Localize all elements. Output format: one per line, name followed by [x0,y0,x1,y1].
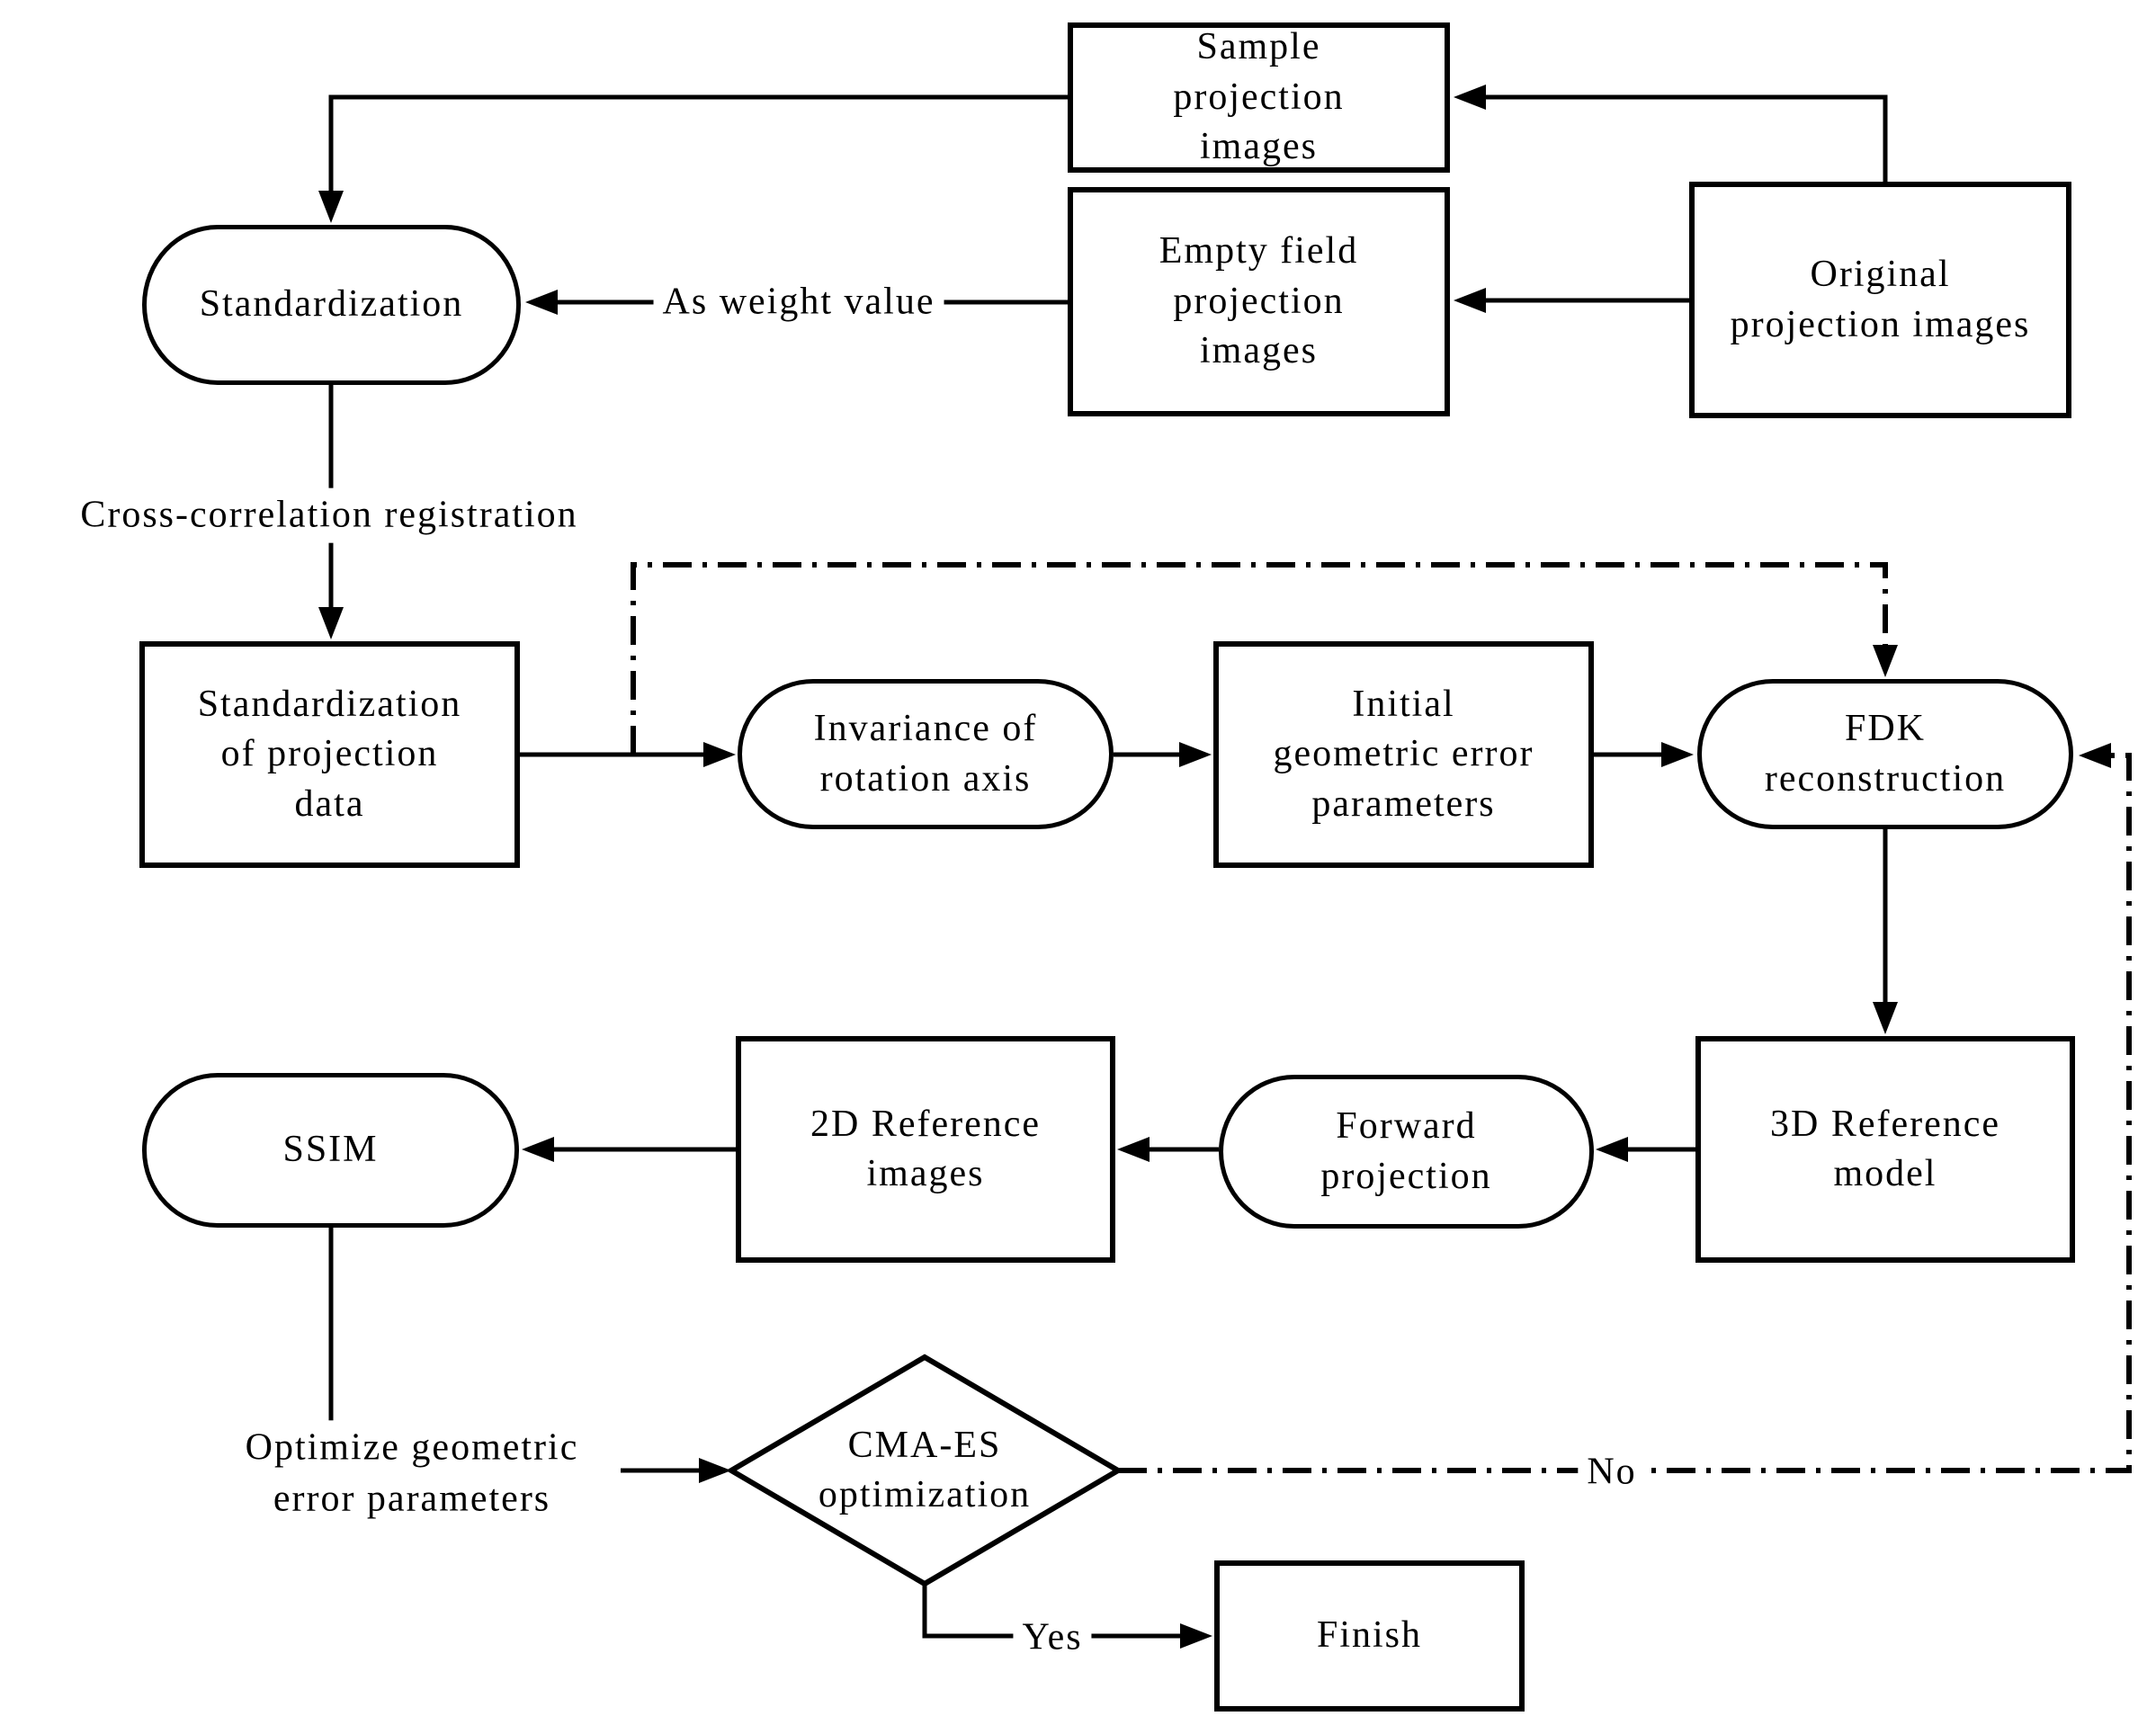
node-sample-projection-images-line: images [1200,126,1318,168]
edge-initial-loop-dashdot [631,562,1888,755]
arrowhead-sample-to-standardization [318,191,344,223]
label-as-weight-value: As weight value [653,274,944,330]
node-invariance-of-rotation-axis-line: Invariance of [813,708,1038,750]
node-fdk-reconstruction-line: reconstruction [1764,757,2007,800]
node-ssim: SSIM [142,1073,519,1228]
node-standardization-of-projection-data-line: Standardization [197,683,462,725]
node-cma-es-optimization-line: optimization [818,1474,1032,1515]
label-yes-label: Yes [1013,1610,1092,1666]
node-3d-reference-model: 3D Reference model [1695,1036,2075,1263]
arrowhead-fdk-to-3d-model [1873,1002,1898,1034]
arrowhead-standardization-to-projection-data [318,607,344,639]
arrowhead-2d-reference-to-ssim [522,1137,554,1162]
edge-original-to-sample [1486,94,1888,182]
arrowhead-invariance-to-initial [1179,742,1212,767]
arrowhead-projection-data-to-invariance [703,742,736,767]
node-empty-field-projection-images-line: projection [1173,280,1345,322]
node-shape-cma-es-optimization [726,1354,1123,1587]
label-as-weight-value-line: As weight value [662,281,935,323]
node-initial-geometric-error-parameters-line: Initial [1352,683,1455,725]
label-optimize-geometric-error-parameters-line: error parameters [273,1478,551,1519]
node-finish-line: Finish [1316,1614,1423,1657]
node-cma-es-optimization-line: CMA-ES [847,1424,1002,1466]
node-forward-projection-line: projection [1320,1155,1492,1197]
label-no-label-line: No [1587,1451,1637,1493]
node-sample-projection-images-line: Sample [1196,26,1321,68]
node-initial-geometric-error-parameters: Initial geometric error parameters [1213,641,1594,868]
arrowhead-empty-field-to-standardization [525,290,558,315]
edge-cma-es-yes-to-finish [922,1584,1182,1639]
arrowhead-3d-model-to-forward [1596,1137,1628,1162]
arrowhead-cma-es-no-loop-dashdot [2079,743,2111,768]
node-3d-reference-model-line: model [1833,1153,1937,1194]
node-standardization-of-projection-data-line: data [294,782,365,825]
node-3d-reference-model-line: 3D Reference [1769,1103,2001,1145]
node-forward-projection-line: Forward [1336,1105,1477,1148]
node-ssim-line: SSIM [282,1129,379,1171]
label-yes-label-line: Yes [1022,1616,1083,1658]
label-cross-correlation-registration: Cross-correlation registration [71,487,587,543]
arrowhead-original-to-empty-field [1454,288,1486,313]
arrowhead-cma-es-yes-to-finish [1180,1623,1212,1649]
node-fdk-reconstruction-line: FDK [1844,708,1927,750]
arrowhead-forward-to-2d-reference [1117,1137,1150,1162]
node-cma-es-optimization: CMA-ES optimization [731,1357,1118,1584]
node-forward-projection: Forward projection [1219,1075,1594,1229]
node-original-projection-images: Original projection images [1689,182,2071,418]
node-2d-reference-images-line: 2D Reference [810,1103,1042,1145]
label-optimize-geometric-error-parameters-line: Optimize geometric [245,1426,579,1469]
node-standardization-of-projection-data: Standardization of projection data [139,641,520,868]
node-empty-field-projection-images-line: images [1200,330,1318,372]
node-sample-projection-images: Sample projection images [1068,22,1450,173]
label-optimize-geometric-error-parameters: Optimize geometric error parameters [236,1420,588,1526]
arrowhead-initial-loop-dashdot [1873,645,1898,677]
arrowhead-original-to-sample [1454,85,1486,110]
node-invariance-of-rotation-axis: Invariance of rotation axis [738,679,1114,829]
node-initial-geometric-error-parameters-line: geometric error [1273,733,1534,775]
node-standardization: Standardization [142,225,521,385]
node-empty-field-projection-images: Empty field projection images [1068,187,1450,416]
node-original-projection-images-line: Original [1810,254,1951,296]
node-sample-projection-images-line: projection [1173,76,1345,118]
label-no-label: No [1578,1444,1646,1500]
node-standardization-line: Standardization [199,283,464,326]
label-cross-correlation-registration-line: Cross-correlation registration [80,494,578,536]
node-2d-reference-images: 2D Reference images [736,1036,1115,1263]
arrowhead-initial-to-fdk [1661,742,1694,767]
node-finish: Finish [1214,1560,1525,1712]
node-original-projection-images-line: projection images [1730,303,2031,345]
node-fdk-reconstruction: FDK reconstruction [1697,679,2073,829]
arrowhead-optimize-label-to-cma-es [699,1458,731,1483]
node-2d-reference-images-line: images [866,1153,985,1194]
node-invariance-of-rotation-axis-line: rotation axis [819,757,1032,800]
node-initial-geometric-error-parameters-line: parameters [1311,782,1496,825]
edge-sample-to-standardization [328,94,1068,191]
node-empty-field-projection-images-line: Empty field [1159,230,1359,273]
node-standardization-of-projection-data-line: of projection [220,733,439,775]
